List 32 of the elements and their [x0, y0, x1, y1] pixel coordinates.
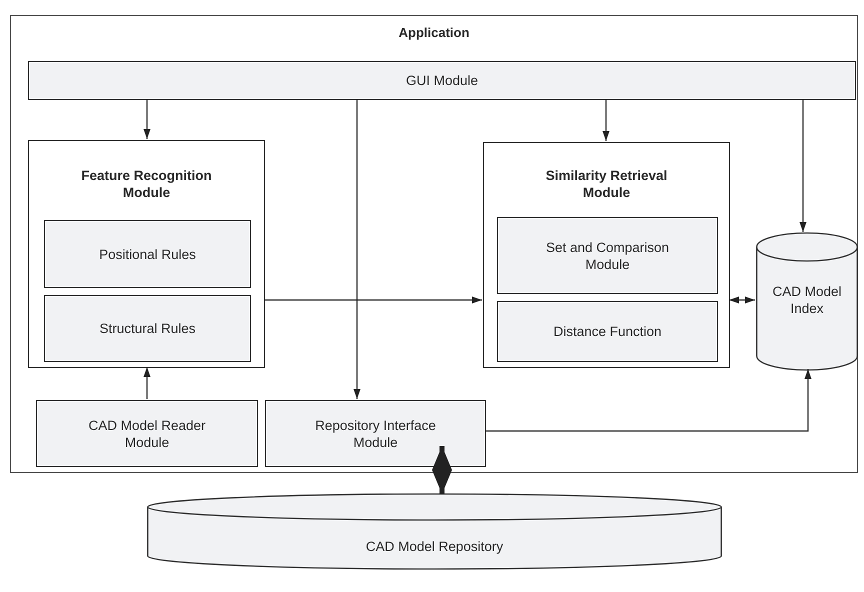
module-label: CAD Model Repository	[364, 538, 504, 555]
module-label: Set and Comparison Module	[544, 238, 670, 272]
system-boundary-box	[10, 15, 858, 473]
module-box	[497, 217, 718, 294]
module-label: Structural Rules	[98, 320, 197, 337]
arrow	[432, 446, 452, 494]
module-box	[28, 61, 856, 100]
arrow	[264, 296, 482, 304]
module-label: Repository Interface Module	[314, 416, 437, 450]
arrow	[144, 367, 150, 399]
database-cylinder	[756, 233, 858, 370]
arrow	[485, 369, 812, 432]
module-heading: Similarity Retrieval Module	[544, 167, 668, 201]
module-box	[36, 400, 258, 467]
arrow	[144, 99, 150, 139]
module-group-box	[483, 142, 730, 368]
module-box	[44, 295, 251, 362]
arrow	[602, 99, 610, 141]
module-box	[44, 220, 251, 288]
module-box	[497, 301, 718, 362]
module-heading: Feature Recognition Module	[80, 167, 213, 201]
arrow	[800, 99, 806, 232]
module-label: Positional Rules	[98, 246, 197, 262]
module-heading: Application	[398, 24, 470, 41]
module-label: Distance Function	[552, 323, 663, 340]
module-label: GUI Module	[404, 72, 480, 89]
module-label: CAD Model Reader Module	[87, 416, 207, 450]
module-label: CAD Model Index	[771, 283, 843, 317]
arrow	[729, 296, 755, 304]
module-box	[265, 400, 486, 467]
arrow	[354, 99, 360, 399]
module-group-box	[28, 140, 265, 368]
